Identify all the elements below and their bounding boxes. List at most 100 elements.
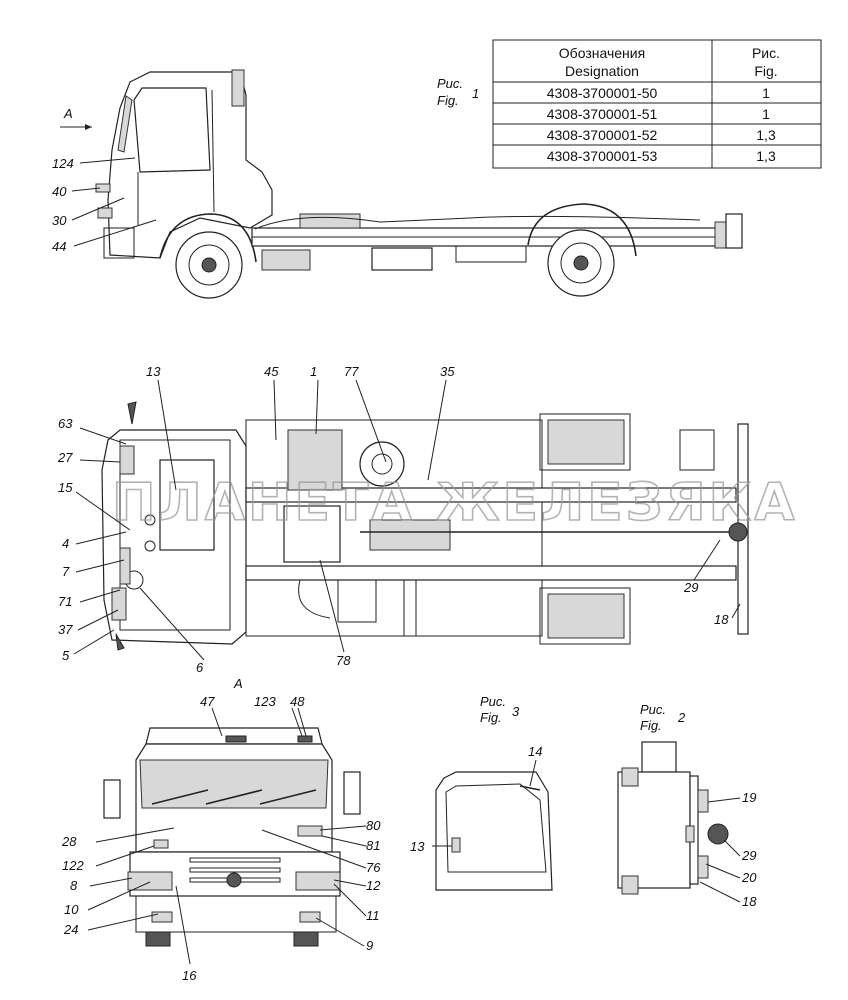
callout-top: 45 [264,364,279,379]
callout-fig2: 29 [741,848,756,863]
fig1-caption-number: 1 [472,86,479,101]
frame-rail-upper [245,487,737,503]
callout-fig3: 13 [410,839,425,854]
tow-hitch [728,522,748,542]
callout-front: 28 [61,834,77,849]
truck-side-view: A 124 [52,69,743,299]
mirror-right-front [343,771,361,815]
table-cell-fig: 1,3 [756,127,776,143]
spare-wheel [359,441,405,487]
rear-wheel-plan-left [547,419,625,465]
fuel-tank-side [371,247,433,271]
wiper-center [205,789,263,805]
callout-top: 27 [57,450,73,465]
fog-lamp-right [299,911,321,923]
fig2-rear-lamp-lower [697,855,709,879]
view-a-front-label: A [233,676,243,691]
cab-door-window [133,87,211,173]
callout-top: 77 [344,364,359,379]
callout-top: 18 [714,612,729,627]
callout-front: 8 [70,878,78,893]
callout-front: 47 [200,694,215,709]
fig2-caption-ru: Рис. [640,702,666,717]
fig1-caption-en: Fig. [437,93,459,108]
callout-front: 123 [254,694,276,709]
rear-wheel-plan-right [547,593,625,639]
fog-lamp-left [151,911,173,923]
callout-top: 35 [440,364,455,379]
fig3-view: Рис. Fig. 3 14 13 [410,694,553,891]
windshield [117,95,133,153]
fig2-tow-hitch [707,823,729,845]
callout-side: 40 [52,184,67,199]
truck-top-view: ПЛАНЕТА ЖЕЛЕЗЯКА 13 45 1 77 35 63 27 15 … [57,364,797,675]
fig2-view: Рис. Fig. 2 19 29 20 18 [617,702,757,909]
table-cell-designation: 4308-3700001-52 [547,127,658,143]
front-bumper [103,227,135,259]
callout-fig2: 18 [742,894,757,909]
headlamp [97,207,113,219]
fig2-caption-number: 2 [677,710,686,725]
fig3-lamp [451,837,461,853]
battery-box [299,213,361,229]
brand-logo [226,872,242,888]
callout-front: 11 [366,908,380,923]
callout-fig3: 14 [528,744,542,759]
watermark: ПЛАНЕТА ЖЕЛЕЗЯКА [112,473,797,533]
view-a-label: A [63,106,73,121]
callout-front: 76 [366,860,381,875]
callout-fig2: 19 [742,790,756,805]
callout-top: 5 [62,648,70,663]
frame-rail-lower [245,565,737,581]
windshield-front [139,759,329,809]
headlamp-left [127,871,173,891]
front-marker-lamp [119,445,135,475]
fig2-body [641,741,677,773]
callout-front: 81 [366,838,380,853]
callout-top: 4 [62,536,69,551]
fig1-caption-ru: Рис. [437,76,463,91]
table-cell-fig: 1 [762,85,770,101]
rear-wheel-arch [527,203,637,257]
table-cell-fig: 1,3 [756,148,776,164]
callout-top: 1 [310,364,317,379]
fig3-caption-number: 3 [512,704,520,719]
callout-front: 12 [366,878,381,893]
fuel-tank-plan [369,519,451,551]
rear-lamp [725,213,743,249]
wiper-right [259,789,317,805]
callout-top: 37 [58,622,73,637]
wiper-left [151,789,209,805]
table-header-fig-ru: Рис. [752,45,780,61]
fig3-cab-outline [435,771,553,891]
table-header-fig-en: Fig. [754,63,777,79]
callout-side: 44 [52,239,66,254]
table-cell-designation: 4308-3700001-51 [547,106,658,122]
callout-top: 63 [58,416,73,431]
callout-front: 16 [182,968,197,983]
callout-fig2: 20 [741,870,757,885]
callout-front: 9 [366,938,373,953]
fig3-caption-en: Fig. [480,710,502,725]
fig2-rear-lamp-upper [697,789,709,813]
callout-top: 71 [58,594,72,609]
table-header-designation-ru: Обозначения [559,45,645,61]
battery-plan [287,429,343,491]
callout-front: 122 [62,858,84,873]
fig1-caption: Рис. Fig. 1 [437,76,479,108]
callout-top: 6 [196,660,204,675]
fig3-caption-ru: Рис. [480,694,506,709]
callout-front: 10 [64,902,79,917]
callout-top: 15 [58,480,73,495]
mirror-left [127,401,137,425]
callout-front: 48 [290,694,305,709]
mirror-left-front [103,779,121,819]
fig2-frame [617,771,691,889]
callout-top: 7 [62,564,70,579]
callout-top: 29 [683,580,698,595]
table-cell-designation: 4308-3700001-53 [547,148,658,164]
headlamp-right [295,871,341,891]
callout-front: 80 [366,818,381,833]
